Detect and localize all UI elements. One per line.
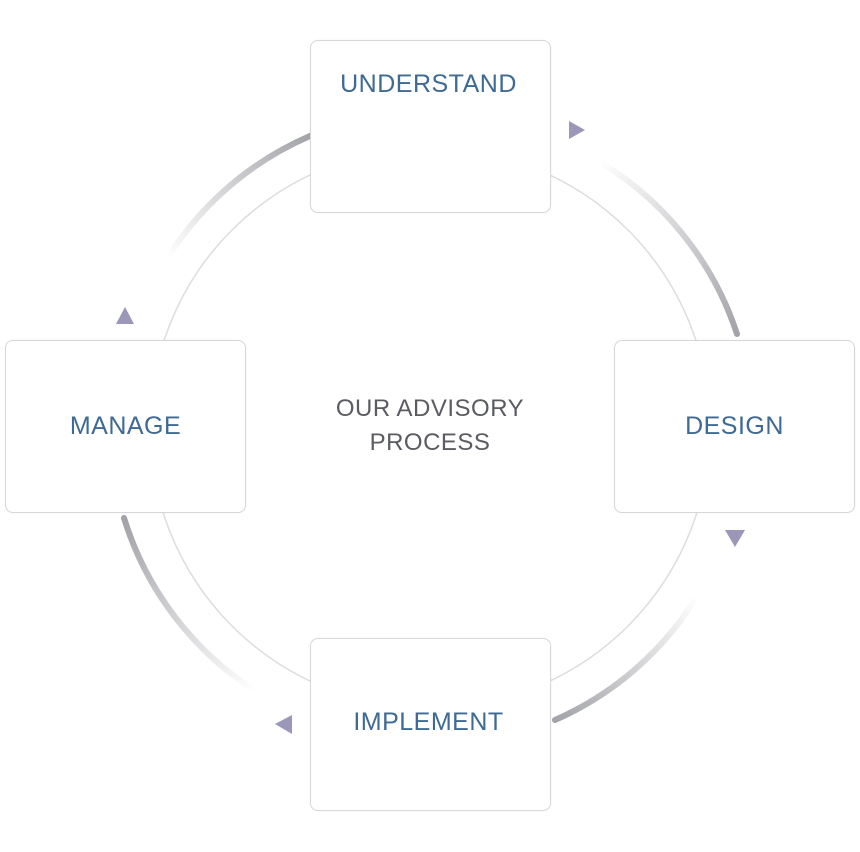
stage-manage-label: MANAGE <box>69 412 182 440</box>
cycle-arc-bottom-right <box>552 595 699 723</box>
cycle-arc-bottom-left <box>121 515 260 695</box>
cycle-arc-top-right <box>597 159 740 337</box>
diagram-title-line-2: PROCESS <box>369 429 491 456</box>
stage-implement: IMPLEMENT <box>310 638 551 811</box>
stage-implement-label: IMPLEMENT <box>353 708 504 736</box>
stage-design: DESIGN <box>614 340 855 513</box>
stage-understand: UNDERSTAND <box>310 40 551 213</box>
arrow-right-icon <box>569 121 585 139</box>
stage-understand-label: UNDERSTAND <box>340 70 517 98</box>
cycle-arc-top-left <box>165 133 313 260</box>
arrow-left-icon <box>275 715 292 734</box>
arrow-up-icon <box>116 307 134 324</box>
arrow-down-icon <box>725 530 745 547</box>
stage-design-label: DESIGN <box>685 412 784 440</box>
diagram-title: OUR ADVISORY PROCESS <box>280 392 580 460</box>
diagram-title-line-1: OUR ADVISORY <box>335 395 525 422</box>
stage-manage: MANAGE <box>5 340 246 513</box>
